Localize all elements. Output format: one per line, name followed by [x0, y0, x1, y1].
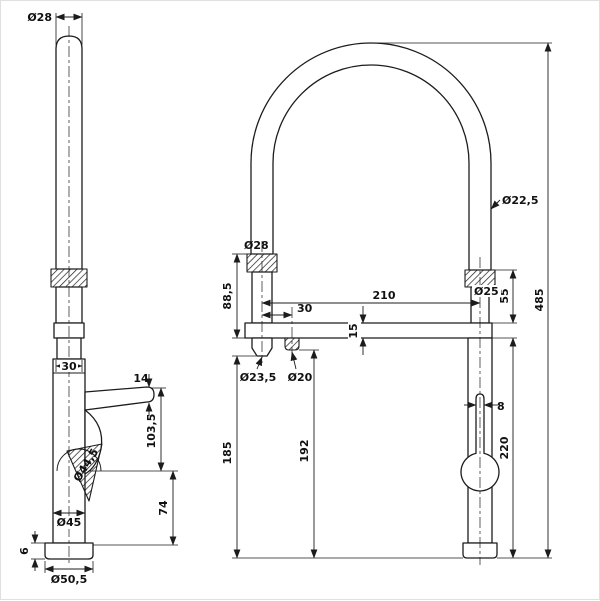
dim-base-plate-height-label: 6	[18, 547, 31, 555]
dim-hose-diameter-label: Ø22,5	[502, 194, 539, 207]
dim-dock-height: 88,5	[221, 253, 247, 339]
dim-dock-diameter-label: Ø23,5	[240, 371, 277, 384]
dim-handle-slot-width: 8	[464, 400, 505, 413]
dim-outlet-offset: 30	[261, 302, 313, 319]
cartridge-arc	[56, 448, 102, 472]
dim-total-height-label: 485	[533, 289, 546, 312]
front-view: 485 220 55 210 30 88	[221, 42, 552, 565]
dim-lever-height-label: 103,5	[145, 414, 158, 449]
handle-lever	[84, 386, 155, 411]
spout-body	[244, 322, 493, 339]
dim-base-diameter: Ø50,5	[44, 561, 94, 586]
dim-lever-height: 103,5	[89, 387, 178, 472]
dim-riser-diameter: Ø25	[472, 285, 501, 298]
cartridge-hatch	[66, 443, 103, 502]
dim-outlet-clearance-label: 192	[298, 440, 311, 463]
dim-riser-diameter-label: Ø25	[474, 285, 499, 298]
flexible-hose-arch	[250, 42, 492, 271]
dim-outlet-diameter-label: Ø20	[288, 371, 313, 384]
dim-spout-reach: 210	[261, 289, 481, 307]
dim-neck-width: 30	[55, 360, 83, 373]
dim-wand-diameter: Ø28	[27, 11, 83, 45]
dim-handle-offset-label: 74	[157, 500, 170, 516]
leader-line	[255, 356, 263, 370]
label-background	[54, 516, 84, 529]
label-background	[60, 360, 78, 372]
dim-collar-to-spout-label: 55	[498, 288, 511, 303]
faucet-base	[462, 542, 498, 559]
dim-body-diameter: Ø45	[52, 509, 86, 529]
dim-spout-reach-label: 210	[373, 289, 396, 302]
dim-lever-thickness-label: 14	[133, 372, 149, 385]
dim-lever-thickness: 14	[133, 372, 153, 416]
dim-body-height: 220	[492, 337, 517, 559]
dim-dock-collar-diameter: Ø28	[244, 239, 269, 252]
dim-neck-width-label: 30	[61, 360, 77, 373]
dim-outlet-clearance: 192	[298, 349, 319, 559]
dim-base-diameter-label: Ø50,5	[51, 573, 88, 586]
dim-wand-diameter-label: Ø28	[27, 11, 52, 24]
side-view: Ø28 30 14 103,5 74	[18, 11, 178, 586]
dim-spout-thickness: 15	[347, 306, 367, 355]
dim-spout-thickness-label: 15	[347, 323, 360, 338]
dim-hose-diameter: Ø22,5	[490, 194, 539, 210]
dim-outlet-offset-label: 30	[297, 302, 313, 315]
dim-dock-clearance-label: 185	[221, 442, 234, 465]
dim-outlet-diameter: Ø20	[288, 351, 313, 384]
leader-line	[490, 199, 501, 210]
label-background	[348, 320, 361, 342]
dim-dock-diameter: Ø23,5	[240, 356, 277, 384]
dim-body-height-label: 220	[498, 436, 511, 459]
dim-collar-to-spout: 55	[492, 269, 517, 324]
label-background	[472, 285, 501, 297]
dim-body-diameter-label: Ø45	[57, 516, 82, 529]
dim-total-height: 485	[372, 42, 552, 559]
dim-dock-collar-diameter-label: Ø28	[244, 239, 269, 252]
dim-base-plate-height: 6	[18, 531, 45, 571]
dim-handle-slot-width-label: 8	[497, 400, 505, 413]
leader-line	[290, 351, 298, 370]
dim-dock-clearance: 185	[221, 355, 463, 559]
dim-dock-height-label: 88,5	[221, 282, 234, 309]
dim-handle-offset: 74	[93, 470, 178, 546]
